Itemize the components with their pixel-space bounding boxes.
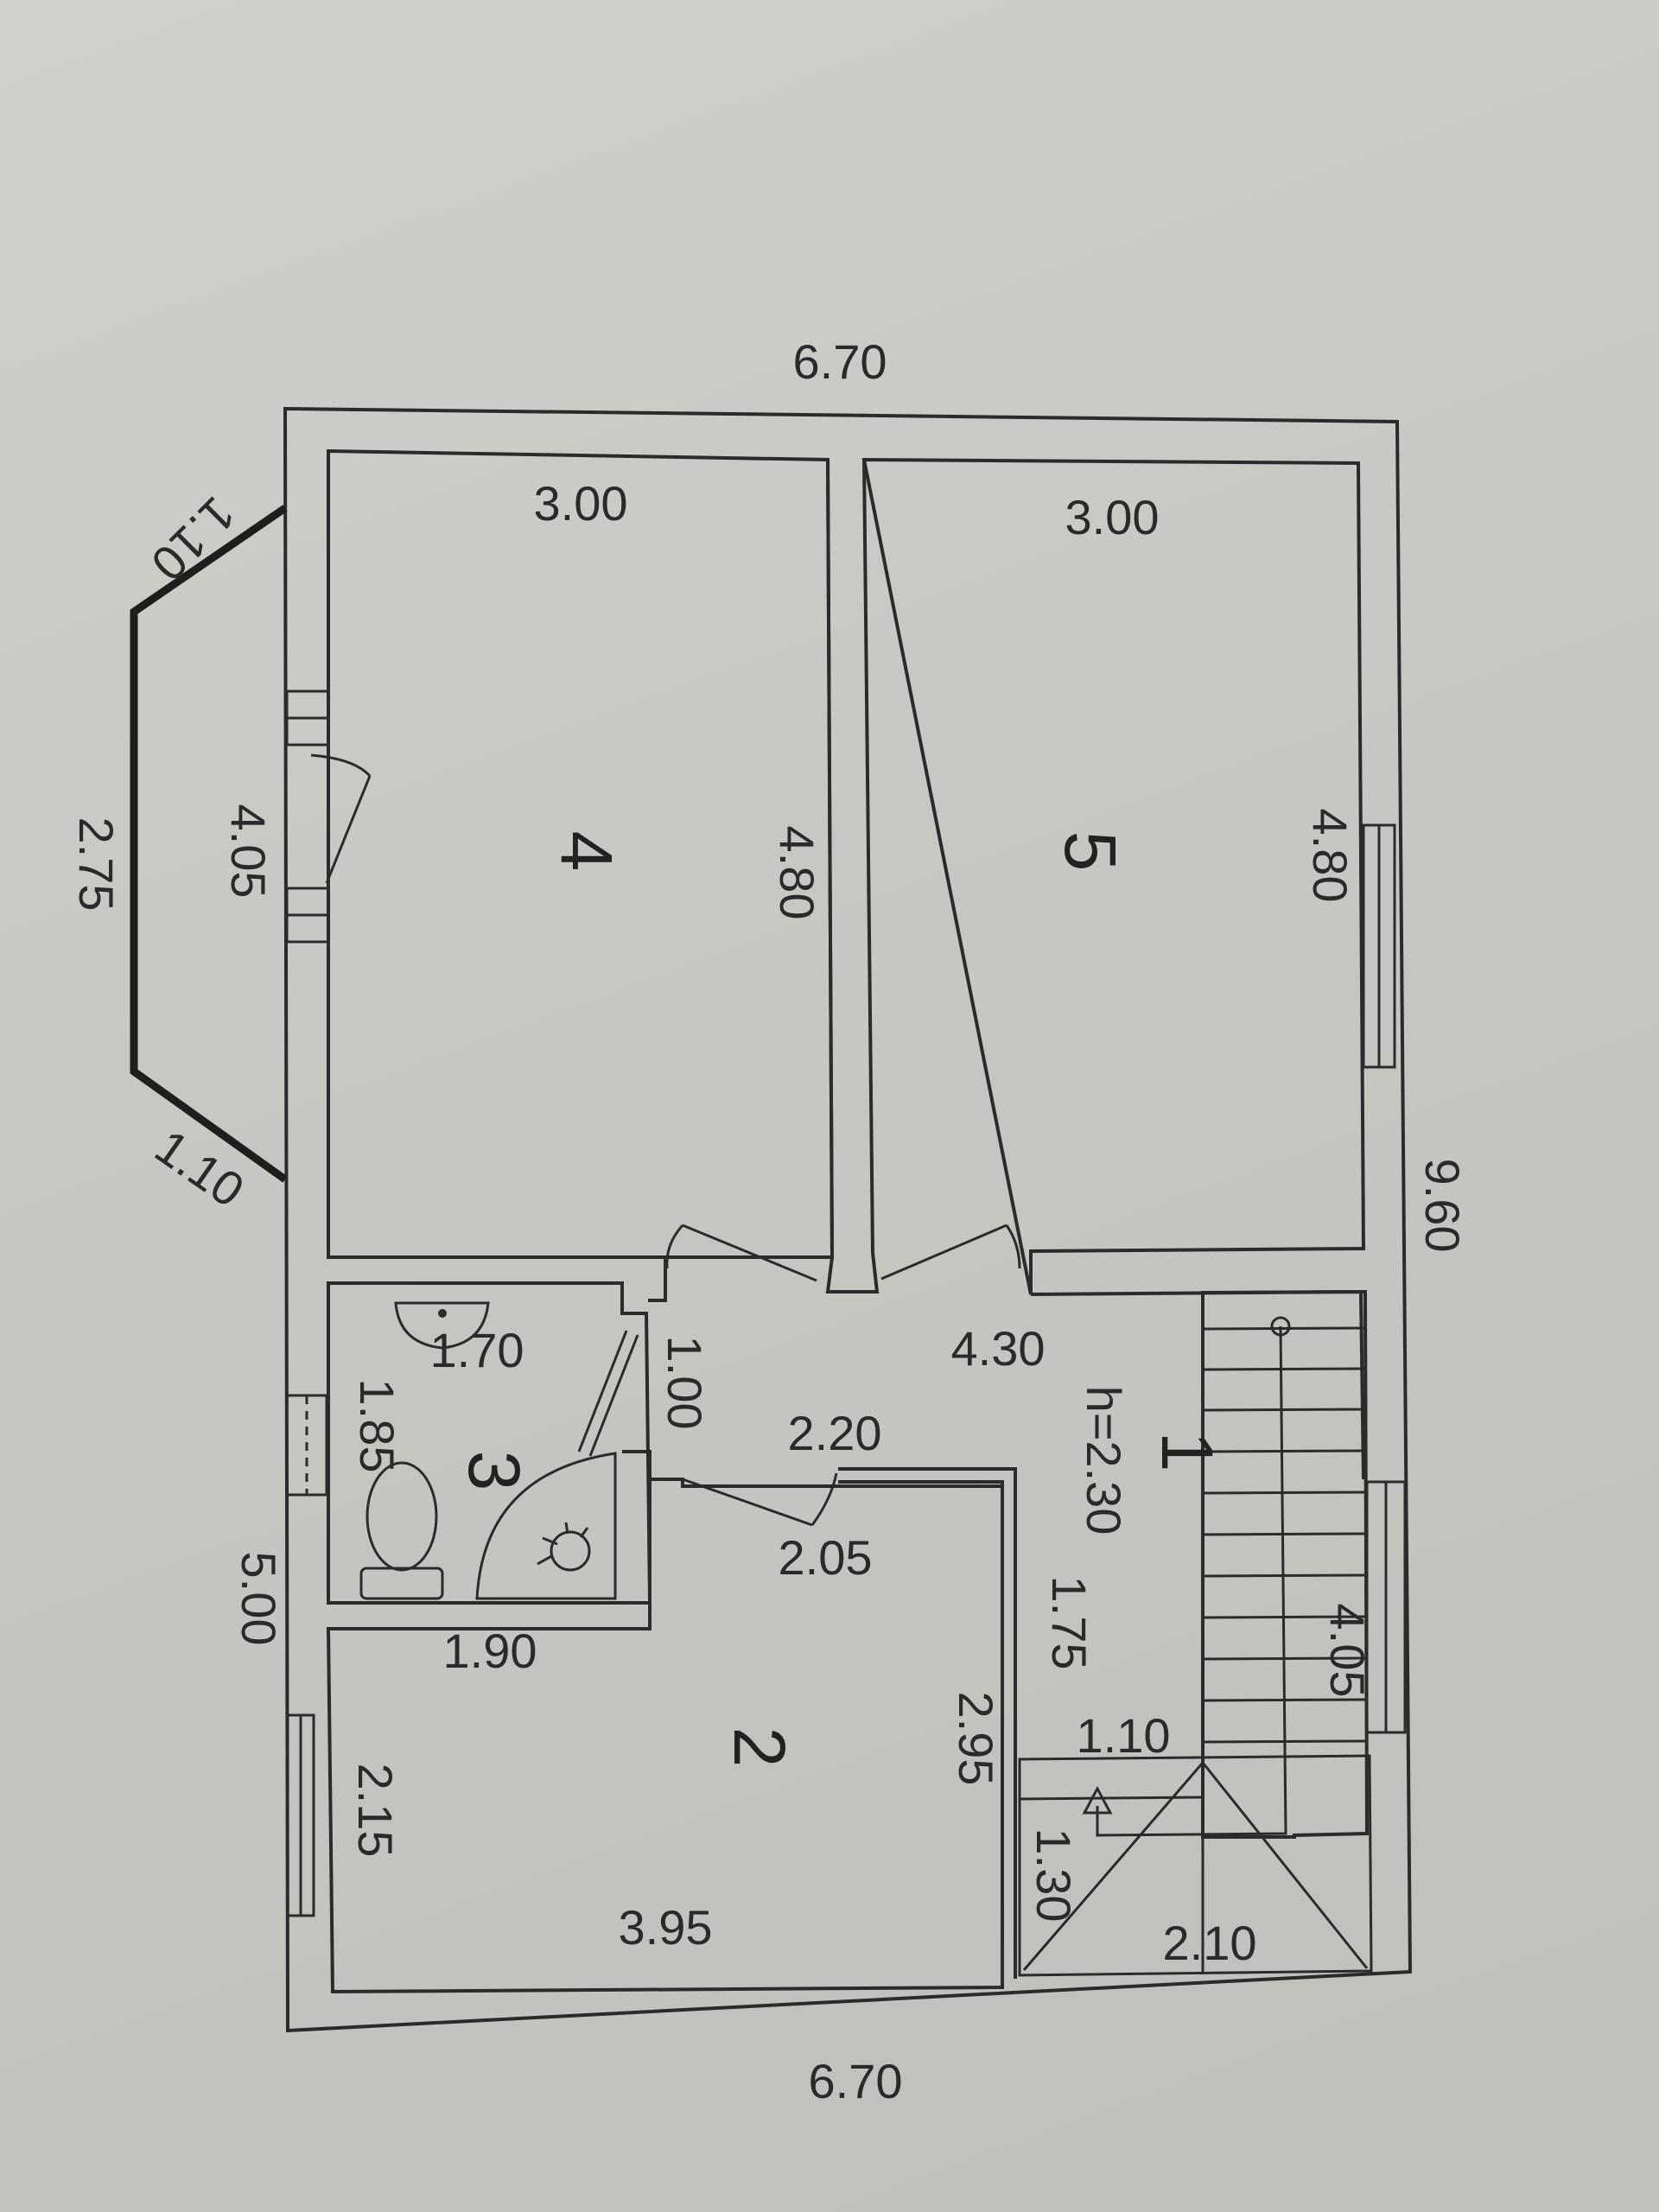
dim-bottom-width: 6.70 (809, 2054, 903, 2108)
dim-corridor-width: 2.20 (788, 1406, 882, 1460)
window-left-middle (285, 887, 330, 944)
dim-right-length: 9.60 (1415, 1159, 1470, 1253)
dim-room-3-length: 1.85 (350, 1379, 404, 1473)
room-4-number: 4 (546, 831, 627, 872)
door-room-2[interactable] (682, 1472, 838, 1527)
dim-room-5-width: 3.00 (1065, 490, 1160, 544)
window-left-bath (285, 1394, 328, 1497)
landing-diagonal-left (1022, 1762, 1205, 1971)
door-room-3[interactable] (577, 1330, 639, 1457)
inner-wall-outline (327, 451, 667, 1302)
stair-start-marker (1270, 1316, 1291, 1337)
dim-room-1-width: 4.30 (951, 1321, 1046, 1376)
room-2-number: 2 (719, 1727, 800, 1768)
room-3-outline (327, 1281, 652, 1605)
room-5-number: 5 (1050, 831, 1131, 872)
dim-landing-length: 1.30 (1027, 1828, 1081, 1923)
dim-room-2-length: 2.95 (949, 1692, 1003, 1786)
dim-landing-width: 1.10 (1077, 1708, 1171, 1763)
dim-stair-bottom: 2.10 (1163, 1916, 1257, 1970)
stair-arrow-icon (1082, 1785, 1113, 1815)
window-right-stair (1365, 1480, 1407, 1734)
dim-stair-length: 4.05 (1320, 1604, 1375, 1698)
dim-room-3-bottom: 1.90 (443, 1624, 537, 1678)
door-room-4-bay[interactable] (310, 753, 372, 884)
room-2-outline (326, 1478, 1004, 1994)
dim-bay-wall: 4.05 (221, 804, 276, 899)
dim-room-2-left: 2.15 (348, 1764, 403, 1858)
dim-bay-side: 2.75 (69, 817, 124, 912)
dim-left-wall-total: 5.00 (232, 1552, 286, 1646)
door-room-4[interactable] (665, 1224, 817, 1282)
bay-window (130, 505, 288, 1183)
landing-diagonal-right (1201, 1762, 1369, 1969)
dim-bay-bottom: 1.10 (145, 1119, 253, 1217)
dim-room-3-width: 1.70 (430, 1323, 524, 1377)
window-left-upper (285, 690, 330, 747)
dim-bay-top: 1.10 (141, 486, 246, 592)
dim-room-5-length: 4.80 (1303, 809, 1357, 903)
toilet-icon (359, 1461, 444, 1600)
stair-run-line (1096, 1325, 1287, 1837)
room-3-door-jamb (622, 1450, 683, 1481)
dim-room-2-door: 2.05 (779, 1530, 873, 1585)
dim-room-4-width: 3.00 (534, 476, 628, 531)
dim-room-1-length: 1.75 (1042, 1576, 1096, 1670)
sink-icon (394, 1301, 490, 1350)
dim-room-3-door: 1.00 (658, 1336, 712, 1430)
room-1-height: h=2.30 (1077, 1386, 1131, 1535)
landing-divider (1019, 1796, 1204, 1801)
shower-icon (475, 1452, 617, 1600)
dim-top-width: 6.70 (793, 334, 887, 389)
dim-room-4-length: 4.80 (770, 826, 824, 920)
room-1-number: 1 (1147, 1432, 1228, 1472)
room-5-outline (861, 457, 1366, 1295)
partition-4-5 (825, 459, 880, 1294)
window-left-room-2 (286, 1713, 315, 1917)
stair-landing (1018, 1754, 1373, 1977)
dim-room-2-width: 3.95 (619, 1900, 713, 1955)
corridor-bottom-wall (838, 1467, 1017, 1979)
window-right-room-5 (1362, 823, 1396, 1069)
outer-wall-outline (283, 406, 1413, 2033)
room-3-number: 3 (454, 1451, 535, 1491)
door-room-5[interactable] (880, 1224, 1021, 1281)
